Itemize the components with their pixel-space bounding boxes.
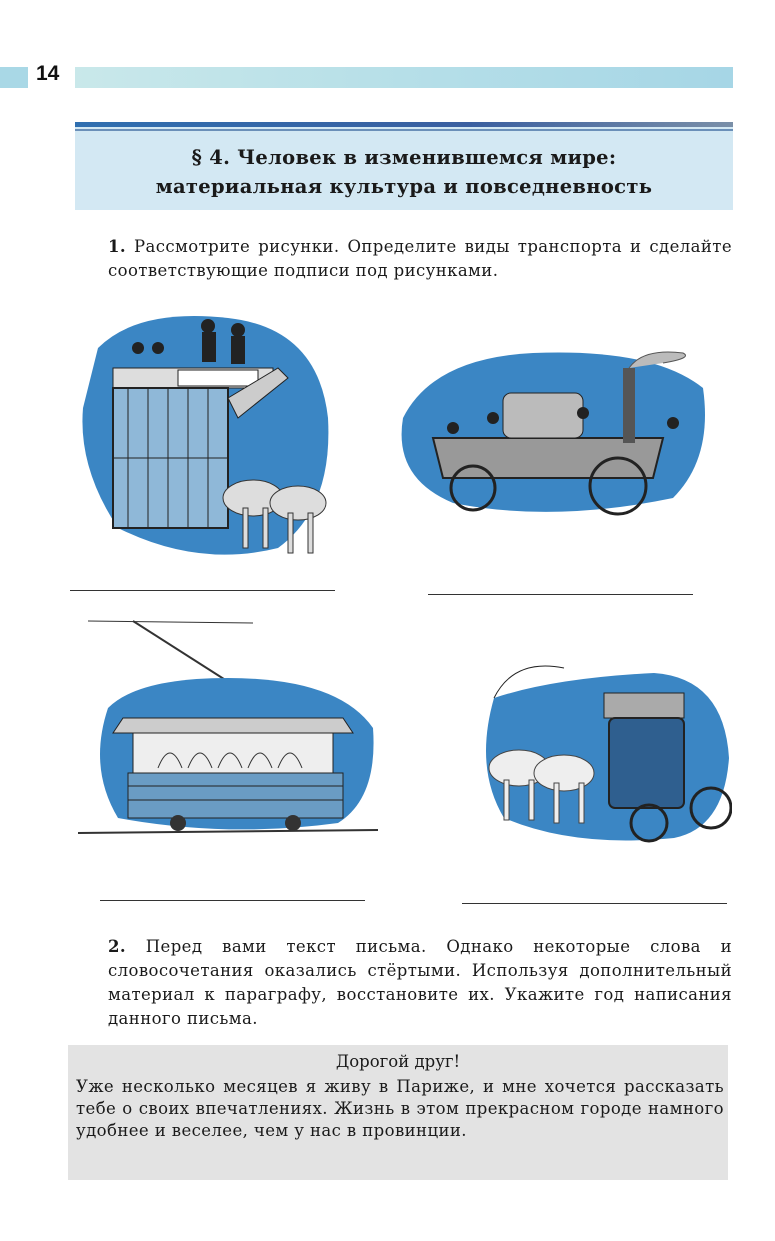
tram-illustration [78, 620, 379, 834]
answer-line-2[interactable] [428, 594, 693, 595]
answer-line-1[interactable] [70, 590, 335, 591]
title-rule [75, 122, 733, 127]
task-1-text: Рассмотрите рисунки. Определите виды тра… [108, 237, 732, 280]
section-title: § 4. Человек в изменившемся мире: матери… [75, 143, 733, 201]
steam-carriage-illustration [401, 351, 705, 516]
letter-body: Уже несколько месяцев я живу в Париже, и… [76, 1077, 724, 1140]
answer-line-4[interactable] [462, 903, 727, 904]
task-1-number: 1. [108, 237, 127, 256]
title-rule-thin [75, 129, 733, 131]
section-title-line2: материальная культура и повседневность [155, 175, 653, 198]
header-bar-left [0, 67, 28, 88]
letter-greeting: Дорогой друг! [335, 1052, 461, 1071]
stagecoach-illustration [486, 665, 732, 843]
header-bar [75, 67, 733, 88]
task-1: 1. Рассмотрите рисунки. Определите виды … [74, 235, 732, 283]
letter-box [68, 1045, 728, 1180]
omnibus-illustration [82, 316, 329, 555]
section-title-line1: § 4. Человек в изменившемся мире: [191, 146, 617, 169]
task-2: 2. Перед вами текст письма. Однако некот… [74, 935, 732, 1031]
answer-line-3[interactable] [100, 900, 365, 901]
page-number: 14 [36, 62, 60, 85]
task-2-text: Перед вами текст письма. Однако некоторы… [108, 937, 732, 1028]
task-2-number: 2. [108, 937, 127, 956]
section-title-box [75, 122, 733, 210]
